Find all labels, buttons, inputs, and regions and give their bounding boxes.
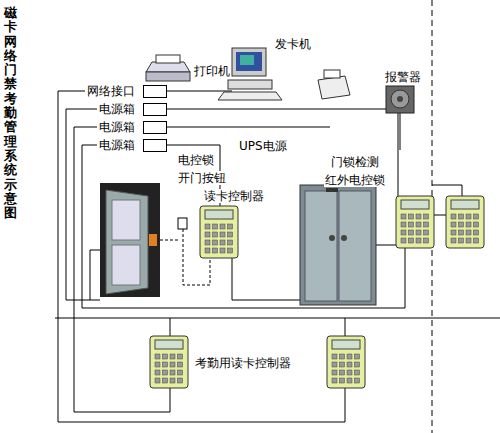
part-label: 报警器 (384, 70, 422, 84)
box-label: 电源箱 (97, 138, 137, 152)
double-glass-door (300, 185, 376, 305)
part-label: 红外电控锁 (324, 173, 386, 187)
reader-controller (446, 196, 484, 248)
printer-icon (146, 55, 190, 81)
part-label: 考勤用读卡控制器 (194, 356, 292, 370)
reader-controller (200, 206, 238, 258)
junction-box: 电源箱 (97, 120, 167, 134)
dashed-wiring (160, 0, 432, 433)
part-label: 电控锁 (177, 153, 215, 167)
reader-controller (396, 196, 434, 248)
title: 磁卡网络门禁考勤管理系统示意图 (4, 6, 17, 220)
card-issuer-icon (318, 70, 350, 99)
part-label: 发卡机 (274, 37, 312, 51)
box-outline (143, 85, 167, 98)
box-outline (143, 121, 167, 134)
card-readers (150, 196, 484, 388)
junction-box: 电源箱 (97, 138, 167, 152)
junction-box: 网络接口 (85, 84, 167, 98)
box-outline (143, 139, 167, 152)
alarm-icon (386, 86, 414, 113)
box-label: 电源箱 (97, 102, 137, 116)
part-label: 门锁检测 (330, 155, 380, 169)
reader-controller (150, 336, 188, 388)
reader-controller (327, 336, 365, 388)
wiring (55, 91, 500, 422)
part-label: 开门按钮 (177, 171, 227, 185)
box-label: 网络接口 (85, 84, 137, 98)
single-door (100, 183, 187, 297)
junction-box: 电源箱 (97, 102, 167, 116)
box-label: 电源箱 (97, 120, 137, 134)
part-label: 读卡控制器 (203, 189, 265, 203)
box-outline (143, 103, 167, 116)
part-label: 打印机 (193, 64, 231, 78)
part-label: UPS电源 (238, 139, 288, 153)
